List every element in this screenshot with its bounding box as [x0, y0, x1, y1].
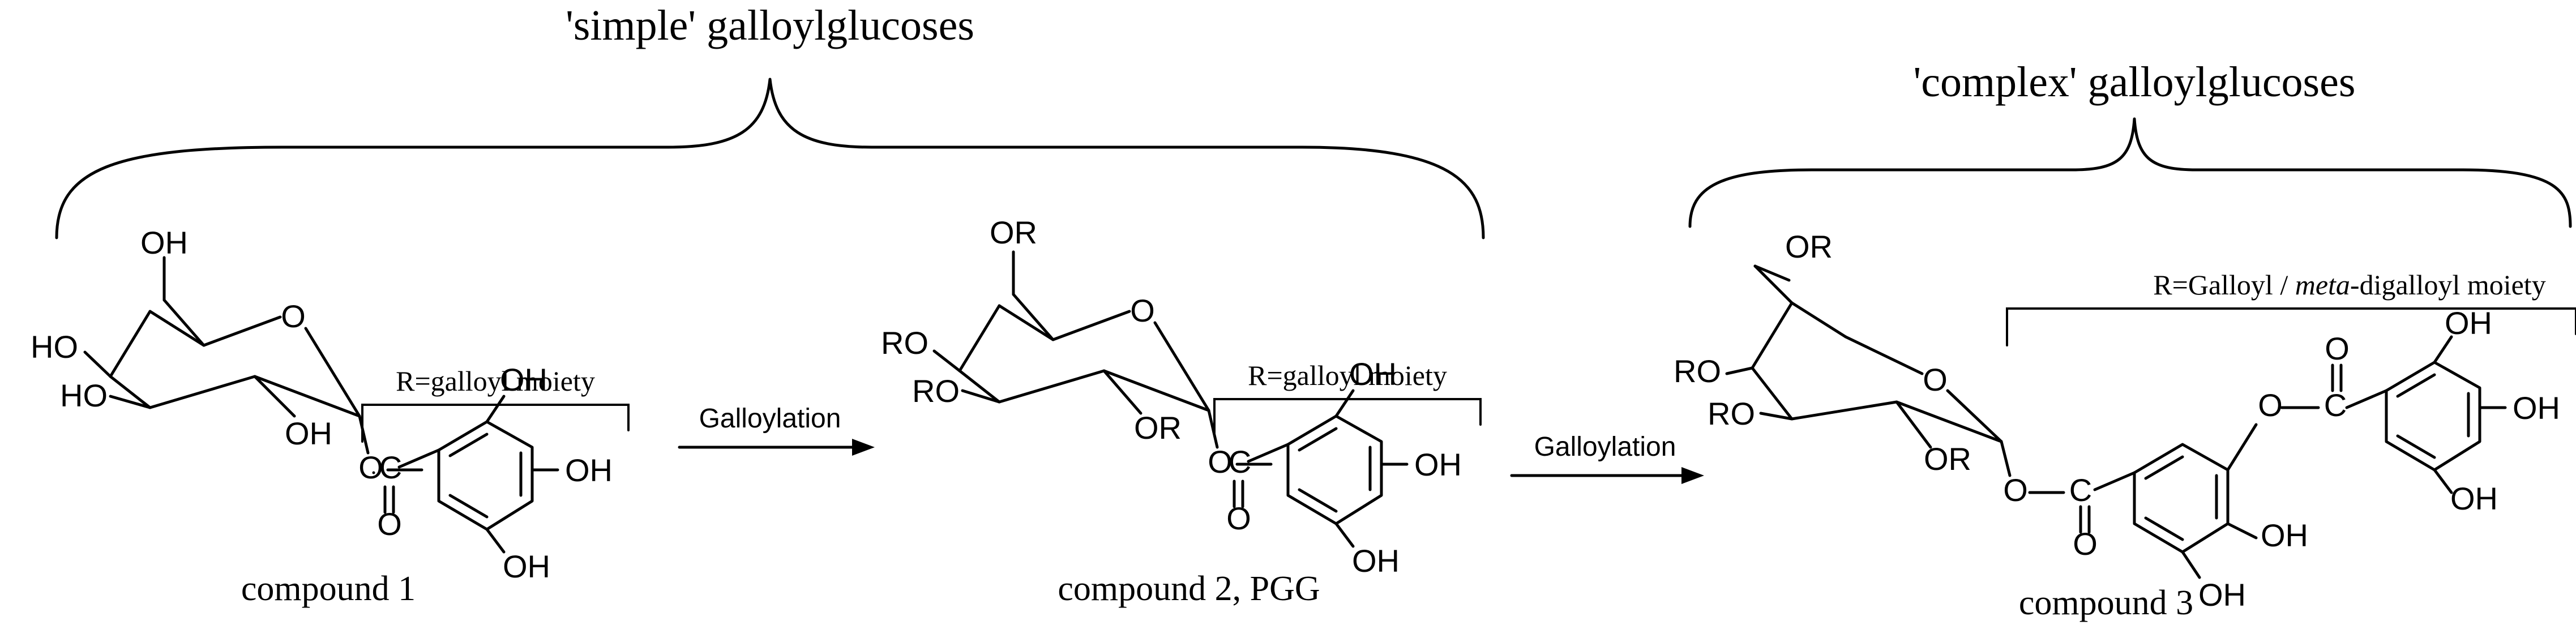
compound-3-structure — [1725, 264, 2576, 579]
c3-bridge-o: O — [2258, 387, 2283, 423]
c3-or-ring: OR — [1924, 441, 1971, 477]
c3-oh-aryl-2: OH — [2198, 577, 2246, 613]
c2-oh-aryl-3: OH — [1352, 543, 1400, 579]
c3-r-definition: R=Galloyl / meta-digalloyl moiety — [2153, 269, 2545, 301]
c1-oh-ring: OH — [285, 416, 332, 451]
compound-1-label: compound 1 — [241, 570, 416, 608]
reaction-2-label: Galloylation — [1534, 432, 1676, 462]
c3-or-top: OR — [1785, 229, 1833, 264]
compound-3-label: compound 3 — [2019, 584, 2193, 622]
c3-ester-c: C — [2069, 472, 2092, 508]
c1-carbonyl-o: O — [377, 506, 402, 542]
compound-1-structure — [83, 256, 630, 554]
c3-ester2-c: C — [2324, 387, 2347, 423]
c3-carbonyl-o: O — [2073, 526, 2098, 562]
c1-oh-aryl-1: OH — [500, 362, 547, 397]
c3-r-italic: meta — [2295, 269, 2350, 301]
c2-ester-o: O — [1208, 444, 1233, 480]
c1-oh-aryl-2: OH — [565, 452, 613, 488]
c1-ho-2: HO — [60, 378, 108, 413]
c3-oh-aryl-1: OH — [2261, 517, 2308, 553]
c2-or-top: OR — [990, 215, 1037, 250]
compound-2-label: compound 2, PGG — [1058, 570, 1320, 608]
c3-oh-aryl-5: OH — [2450, 481, 2498, 516]
c3-carbonyl2-o: O — [2325, 331, 2350, 366]
c3-ro-2: RO — [1708, 396, 1755, 431]
c3-ester-o: O — [2003, 472, 2028, 508]
c2-ro-1: RO — [881, 325, 928, 361]
arrow-2-head — [1681, 467, 1704, 484]
c3-oh-aryl-4: OH — [2513, 390, 2560, 426]
reaction-1-label: Galloylation — [699, 404, 841, 434]
c1-oh-top: OH — [140, 225, 188, 260]
header-complex-galloylglucoses: 'complex' galloylglucoses — [1914, 58, 2356, 106]
c1-oh-aryl-3: OH — [503, 549, 550, 584]
c1-ho-1: HO — [31, 329, 78, 365]
header-simple-galloylglucoses: 'simple' galloylglucoses — [566, 2, 974, 49]
c2-ring-oxygen: O — [1130, 293, 1155, 328]
c1-ring-oxygen: O — [281, 298, 306, 334]
c2-ro-2: RO — [912, 373, 960, 409]
c2-ester-c: C — [1229, 444, 1251, 480]
c3-ring-oxygen: O — [1923, 362, 1948, 397]
c2-oh-aryl-1: OH — [1349, 356, 1397, 392]
c2-carbonyl-o: O — [1226, 500, 1251, 536]
c1-ester-o: O — [358, 450, 383, 485]
c2-oh-aryl-2: OH — [1414, 447, 1462, 482]
c1-ester-c: C — [379, 450, 402, 485]
c1-r-definition: R=galloyl moiety — [396, 365, 595, 397]
brace-complex — [1688, 117, 2572, 228]
c3-oh-aryl-3: OH — [2445, 305, 2492, 341]
arrow-1-head — [852, 439, 875, 456]
compound-2-structure — [932, 250, 1482, 548]
brace-simple — [55, 78, 1485, 239]
c2-r-definition: R=galloyl moiety — [1248, 359, 1447, 391]
c3-r-prefix: R=Galloyl / — [2153, 269, 2295, 301]
c3-ro-1: RO — [1674, 353, 1721, 389]
c2-or-ring: OR — [1134, 410, 1182, 446]
c3-r-suffix: -digalloyl moiety — [2350, 269, 2546, 301]
